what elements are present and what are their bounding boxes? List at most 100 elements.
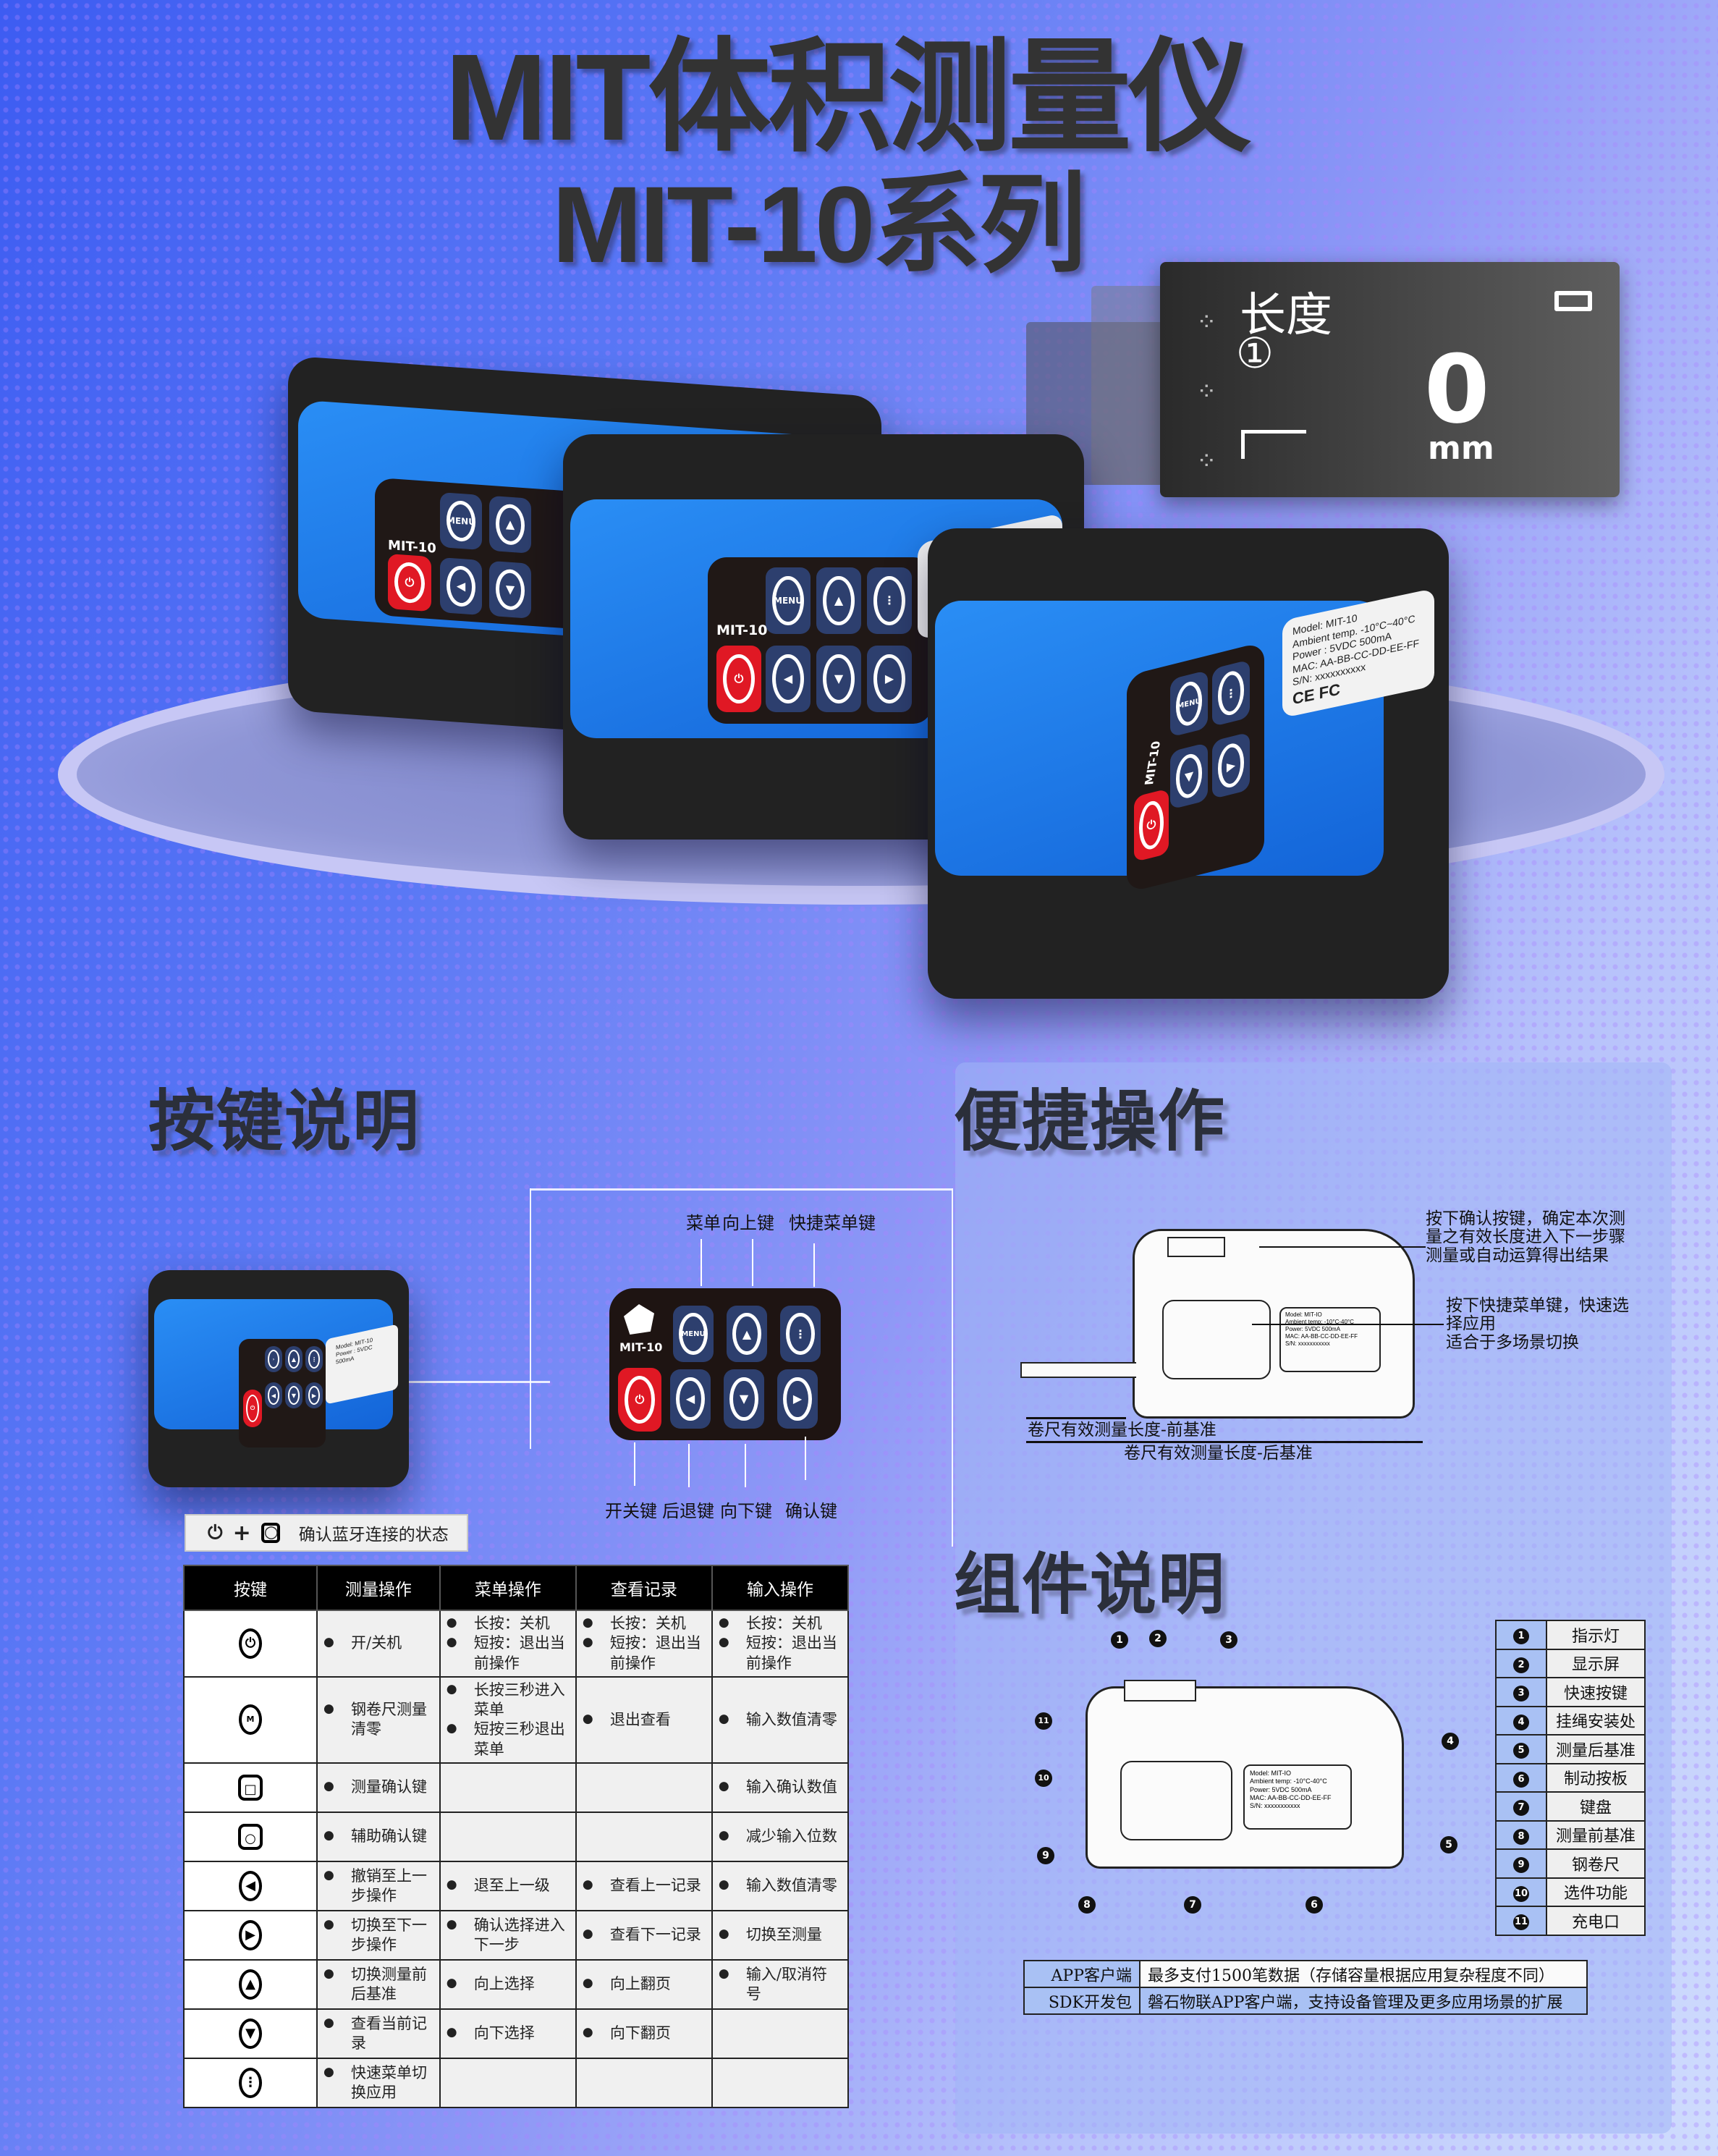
parts-section-title: 组件说明 — [954, 1546, 1227, 1623]
table-row: M钢卷尺测量清零长按三秒进入菜单短按三秒退出菜单退出查看输入数值清零 — [183, 1675, 850, 1764]
battery-icon — [1554, 291, 1592, 311]
menu-key[interactable]: MENU — [673, 1306, 714, 1362]
list-item: 向下翻页 — [583, 2024, 706, 2043]
part-number-badge: 6 — [1513, 1771, 1529, 1788]
back-key[interactable]: ◀ — [670, 1369, 711, 1429]
dim-back-label: 卷尺有效测量长度-后基准 — [1124, 1444, 1313, 1463]
frame-line — [530, 1188, 531, 1449]
indicator-dots-icon: ⁘⁘⁘ — [1196, 308, 1217, 475]
callout-line — [701, 1239, 702, 1286]
part-number: 8 — [1495, 1819, 1547, 1850]
part-number: 7 — [1495, 1791, 1547, 1822]
right-key-icon: ▶ — [1217, 740, 1245, 790]
power-icon: ⏻ — [208, 1521, 223, 1544]
power-icon: ⏻ — [625, 1376, 655, 1424]
header-measure: 测量操作 — [316, 1565, 441, 1611]
table-row: SDK开发包 磐石物联APP客户端，支持设备管理及更多应用场景的扩展 — [1023, 1987, 1588, 2015]
left-key-icon: ◀ — [772, 654, 804, 704]
frame-line — [530, 1188, 953, 1191]
callout-line — [745, 1444, 746, 1487]
keypad-enlarged: MIT-10 MENU ▲ ⋮ ⏻ ◀ ▼ ▶ — [609, 1288, 841, 1440]
part-marker-11: 11 — [1035, 1712, 1052, 1730]
lcd-display: ⁘⁘⁘ 长度 ① 0 mm — [1160, 262, 1620, 497]
cell-menu — [439, 1762, 577, 1814]
cell-measure: 查看当前记录 — [316, 2008, 441, 2060]
up-key[interactable]: ▲ — [727, 1306, 767, 1362]
down-key[interactable]: ▼ — [724, 1369, 764, 1429]
part-number: 10 — [1495, 1877, 1547, 1907]
part-number-badge: 10 — [1513, 1885, 1529, 1902]
table-row: ⏻开/关机长按：关机短按：退出当前操作长按：关机短按：退出当前操作长按：关机短按… — [183, 1610, 850, 1678]
quick-menu-key[interactable]: ⋮ — [780, 1306, 821, 1362]
list-item: 快速菜单切换应用 — [323, 2063, 433, 2103]
part-name: 充电口 — [1546, 1906, 1646, 1936]
cell-input: 输入/取消符号 — [711, 1959, 850, 2011]
bluetooth-hint-text: 确认蓝牙连接的状态 — [298, 1526, 449, 1544]
part-marker-9: 9 — [1037, 1847, 1054, 1864]
power-key[interactable]: ⏻ — [618, 1368, 661, 1432]
list-item: 向下选择 — [447, 2024, 570, 2043]
up-key-icon: ▲ — [495, 503, 525, 546]
down-key-icon: ▼ — [1175, 751, 1203, 801]
down-arrow-icon: ▼ — [239, 2018, 262, 2050]
bluetooth-hint: ⏻ + ○ 确认蓝牙连接的状态 — [185, 1514, 468, 1552]
cell-menu: 向上选择 — [439, 1959, 577, 2011]
list-item: 短按三秒退出菜单 — [447, 1720, 570, 1759]
software-label: APP客户端 — [1023, 1960, 1141, 1988]
plus-icon: + — [232, 1520, 251, 1546]
cell-input: 输入确认数值 — [711, 1762, 850, 1814]
dimension-arrow-back — [1026, 1441, 1423, 1443]
part-name: 挂绳安装处 — [1546, 1705, 1646, 1736]
cell-measure: 开/关机 — [316, 1610, 441, 1678]
key-icon-cell: M — [183, 1675, 318, 1764]
cell-menu — [439, 2058, 577, 2109]
cell-menu — [439, 1812, 577, 1863]
callout-back: 后退键 — [662, 1501, 714, 1521]
cell-measure: 切换测量前后基准 — [316, 1959, 441, 2011]
cell-input — [711, 2008, 850, 2060]
part-number-badge: 9 — [1513, 1857, 1529, 1874]
device-brand: MIT-10 — [1142, 740, 1164, 786]
list-item: 查看上一记录 — [583, 1876, 706, 1895]
reference-base-icon — [1241, 430, 1306, 459]
cell-measure: 测量确认键 — [316, 1762, 441, 1814]
part-number-badge: 3 — [1513, 1686, 1529, 1702]
menu-key: MENU — [446, 499, 476, 543]
cell-input — [711, 2058, 850, 2109]
part-name: 测量前基准 — [1546, 1819, 1646, 1850]
callout-quick-menu: 快捷菜单键 — [789, 1213, 876, 1233]
callout-line — [752, 1239, 753, 1286]
table-header-row: 按键 测量操作 菜单操作 查看记录 输入操作 — [183, 1565, 850, 1611]
list-item: 长按三秒进入菜单 — [447, 1681, 570, 1720]
cell-input: 输入数值清零 — [711, 1861, 850, 1912]
key-icon-cell: ◀ — [183, 1861, 318, 1912]
list-item: 长按：关机 — [719, 1614, 842, 1633]
software-label: SDK开发包 — [1023, 1987, 1141, 2015]
part-name: 指示灯 — [1546, 1620, 1646, 1650]
part-number-badge: 8 — [1513, 1828, 1529, 1845]
confirm-key[interactable]: ▶ — [777, 1369, 818, 1429]
software-value: 磐石物联APP客户端，支持设备管理及更多应用场景的扩展 — [1139, 1987, 1588, 2015]
part-number: 6 — [1495, 1762, 1547, 1793]
quick-menu-icon: ⋮ — [239, 2068, 262, 2099]
callout-line — [634, 1442, 635, 1486]
list-item: 退至上一级 — [447, 1876, 570, 1895]
cell-input: 长按：关机短按：退出当前操作 — [711, 1610, 850, 1678]
quick-key-icon: ⋮ — [1217, 668, 1245, 718]
cell-measure: 钢卷尺测量清零 — [316, 1675, 441, 1764]
table-row: ▶切换至下一步操作确认选择进入下一步查看下一记录切换至测量 — [183, 1910, 850, 1961]
right-arrow-icon: ▶ — [239, 1920, 262, 1951]
list-item: 输入数值清零 — [719, 1710, 842, 1730]
list-item: 输入数值清零 — [719, 1876, 842, 1895]
part-marker-4: 4 — [1442, 1733, 1459, 1750]
quick-key-icon: ⋮ — [873, 575, 905, 626]
callout-up: 向上键 — [722, 1213, 774, 1233]
menu-key: MENU — [772, 575, 804, 626]
cell-measure: 切换至下一步操作 — [316, 1910, 441, 1961]
callout-menu: 菜单 — [686, 1213, 721, 1233]
key-icon-cell: ○ — [183, 1812, 318, 1863]
keypad-brand: MIT-10 — [619, 1340, 663, 1354]
